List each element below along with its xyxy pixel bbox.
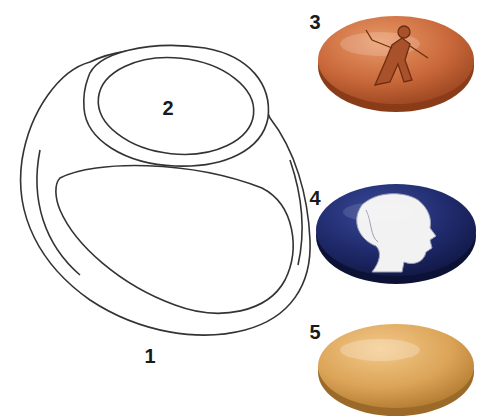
cabochon-gem: [318, 324, 474, 416]
callout-number: 3: [309, 12, 320, 32]
callout-number: 2: [162, 98, 173, 118]
callout-number: 5: [309, 322, 320, 342]
intaglio-gem: [318, 16, 474, 112]
ring-outline: [21, 46, 311, 336]
callout-number: 1: [144, 346, 155, 366]
callout-number: 4: [309, 188, 320, 208]
cameo-gem: [316, 184, 476, 284]
